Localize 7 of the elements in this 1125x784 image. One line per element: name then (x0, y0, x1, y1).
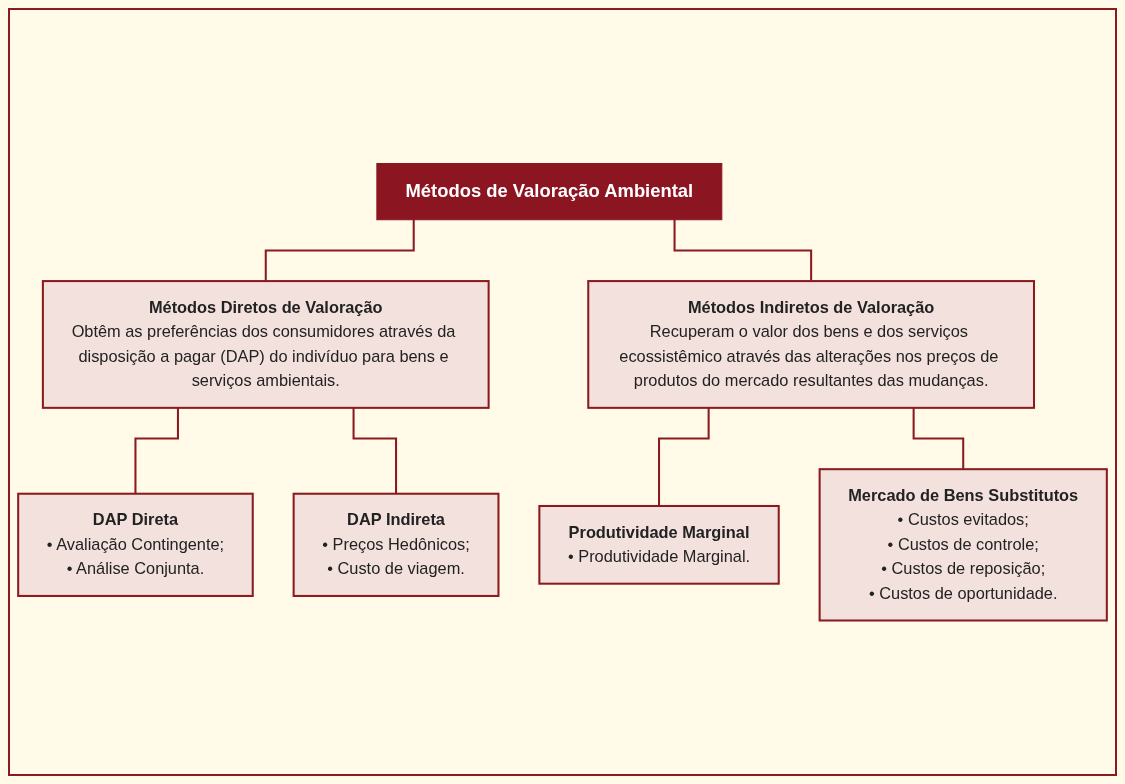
node-box: DAP Indireta • Preços Hedônicos; • Custo de viagem. (292, 492, 500, 597)
node-box: Métodos de Valoração Ambiental (376, 163, 723, 221)
node-box: Produtividade Marginal • Produtividade Marginal. (538, 504, 780, 585)
node-box: Métodos Indiretos de Valoração Recuperam o valor dos bens e dos serviços ecossistêmico através das alterações nos preços de produtos do mercado resultantes das mudanças. (587, 280, 1035, 409)
node-box: Métodos Diretos de Valoração Obtêm as preferências dos consumidores através da disposição a pagar (DAP) do indivíduo para bens e serviços ambientais. (41, 280, 490, 409)
node-box: DAP Direta • Avaliação Contingente; • Análise Conjunta. (17, 492, 254, 597)
node-box: Mercado de Bens Substitutos • Custos evitados; • Custos de controle; • Custos de reposição; • Custos de oportunidade. (818, 468, 1108, 622)
